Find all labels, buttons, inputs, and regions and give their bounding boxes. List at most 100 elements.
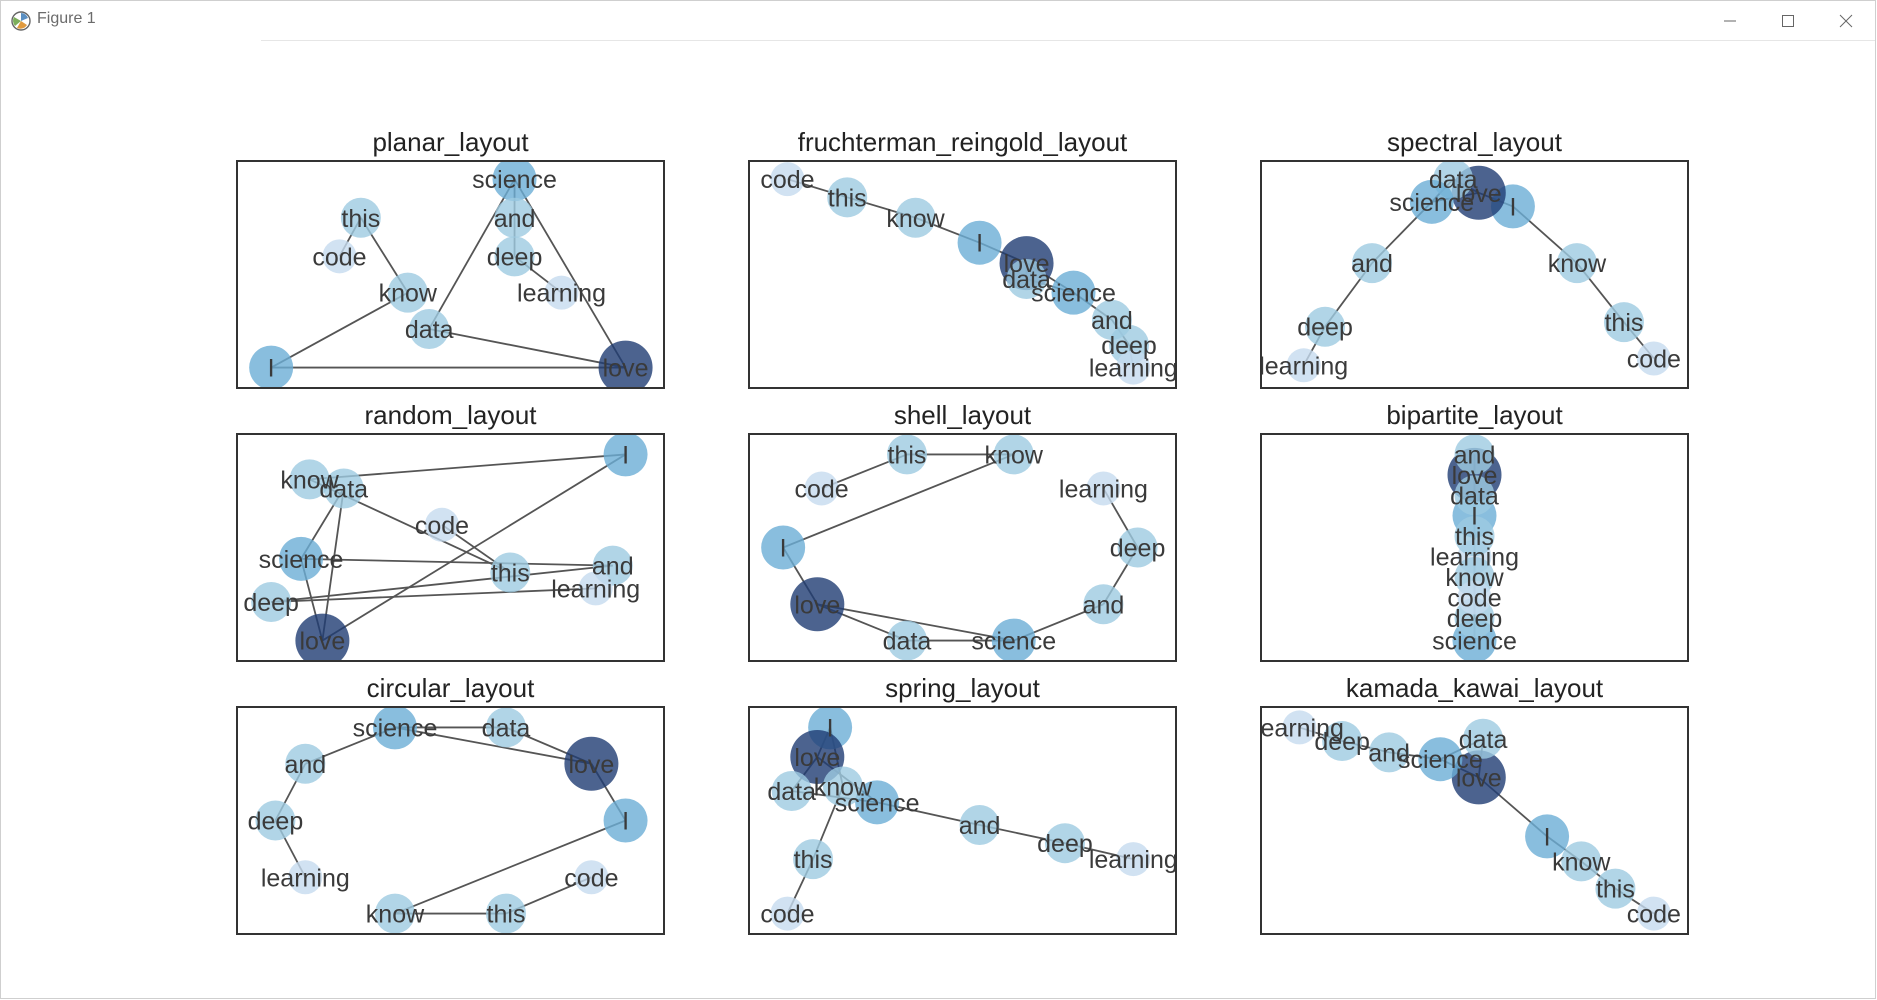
edge-science-and — [301, 557, 613, 567]
window-title: Figure 1 — [37, 10, 96, 27]
node-label-science: science — [1031, 280, 1116, 308]
node-label-and: and — [494, 205, 536, 233]
node-label-science: science — [835, 789, 920, 817]
node-data — [1463, 718, 1504, 759]
node-learning — [1282, 710, 1317, 745]
node-label-science: science — [259, 546, 344, 574]
node-deep — [494, 236, 535, 277]
node-know — [993, 434, 1034, 475]
node-science — [372, 707, 417, 750]
node-label-this: this — [828, 184, 867, 212]
node-label-code: code — [415, 512, 469, 540]
node-this — [340, 197, 381, 238]
matplotlib-app-icon — [11, 11, 31, 31]
node-data — [1454, 475, 1495, 516]
subplot-title: spectral_layout — [1387, 127, 1563, 157]
node-label-code: code — [312, 243, 366, 271]
minimize-button[interactable] — [1701, 1, 1759, 40]
node-and — [1369, 732, 1410, 773]
node-label-learning: learning — [1059, 475, 1148, 503]
title-bar[interactable]: Figure 1 — [1, 1, 1875, 40]
subplot-kamada-kawai-layout: kamada_kawai_layoutIlovedatascienceandde… — [1260, 673, 1689, 935]
node-know — [1556, 243, 1597, 284]
node-and — [1352, 243, 1393, 284]
node-label-code: code — [1627, 901, 1681, 929]
edge-I-know — [782, 453, 1015, 549]
node-code — [1636, 341, 1671, 376]
node-science — [1418, 737, 1463, 782]
node-label-I: I — [268, 355, 275, 383]
node-label-code: code — [760, 901, 814, 929]
close-button[interactable] — [1817, 1, 1875, 40]
node-label-know: know — [1445, 564, 1504, 592]
subplot-frame — [748, 706, 1177, 935]
node-label-know: know — [1552, 848, 1611, 876]
node-deep — [1305, 306, 1346, 347]
node-label-this: this — [1604, 309, 1643, 337]
node-this — [827, 177, 868, 218]
node-label-data: data — [1429, 166, 1478, 194]
node-label-deep: deep — [1447, 605, 1503, 633]
node-label-I: I — [1509, 193, 1516, 221]
node-label-science: science — [1432, 628, 1517, 656]
subplot-title: random_layout — [365, 400, 538, 430]
plot-area: Ilovedatascienceanddeeplearningknowthisc… — [1261, 161, 1681, 383]
subplot-title: planar_layout — [372, 127, 529, 157]
node-label-I: I — [1471, 503, 1478, 531]
node-label-and: and — [284, 751, 326, 779]
subplot-frame — [236, 433, 665, 662]
node-label-love: love — [568, 751, 614, 779]
node-label-know: know — [366, 901, 425, 929]
node-label-and: and — [1368, 739, 1410, 767]
node-label-and: and — [1454, 441, 1496, 469]
subplot-fruchterman-reingold-layout: fruchterman_reingold_layoutIlovedatascie… — [748, 127, 1177, 389]
node-I — [249, 345, 294, 388]
minimize-icon — [1724, 20, 1736, 21]
edge-I-know — [270, 291, 409, 369]
node-love — [598, 340, 653, 388]
node-label-deep: deep — [243, 589, 299, 617]
node-data — [409, 308, 450, 349]
node-label-love: love — [1452, 462, 1498, 490]
node-this — [486, 893, 527, 934]
node-label-I: I — [827, 714, 834, 742]
node-label-this: this — [487, 901, 526, 929]
node-label-science: science — [472, 166, 557, 194]
subplot-spectral-layout: spectral_layoutIlovedatascienceanddeeple… — [1260, 127, 1689, 389]
node-love — [790, 577, 845, 632]
node-label-know: know — [1548, 250, 1607, 278]
node-data — [486, 707, 527, 748]
plot-area: Ilovedatascienceanddeeplearningknowthisc… — [1430, 434, 1519, 661]
node-label-data: data — [482, 714, 531, 742]
node-label-I: I — [622, 441, 629, 469]
node-data — [771, 770, 812, 811]
node-label-code: code — [1627, 345, 1681, 373]
node-science — [991, 618, 1036, 661]
node-deep — [255, 800, 296, 841]
node-this — [793, 839, 834, 880]
node-label-deep: deep — [1110, 535, 1166, 563]
node-love — [295, 613, 350, 661]
edge-love-science — [394, 726, 592, 765]
node-label-love: love — [1004, 250, 1050, 278]
node-label-this: this — [341, 205, 380, 233]
maximize-button[interactable] — [1759, 1, 1817, 40]
node-deep — [251, 581, 292, 622]
edge-deep-learning — [271, 587, 596, 603]
node-this — [1595, 868, 1636, 909]
node-label-science: science — [971, 628, 1056, 656]
subplot-title: spring_layout — [885, 673, 1040, 703]
node-learning — [1116, 842, 1151, 877]
node-label-data: data — [1459, 726, 1508, 754]
node-this — [490, 552, 531, 593]
node-and — [959, 805, 1000, 846]
node-know — [374, 893, 415, 934]
node-label-code: code — [794, 475, 848, 503]
subplot-title: bipartite_layout — [1386, 400, 1563, 430]
node-and — [1454, 434, 1495, 475]
node-know — [289, 459, 330, 500]
